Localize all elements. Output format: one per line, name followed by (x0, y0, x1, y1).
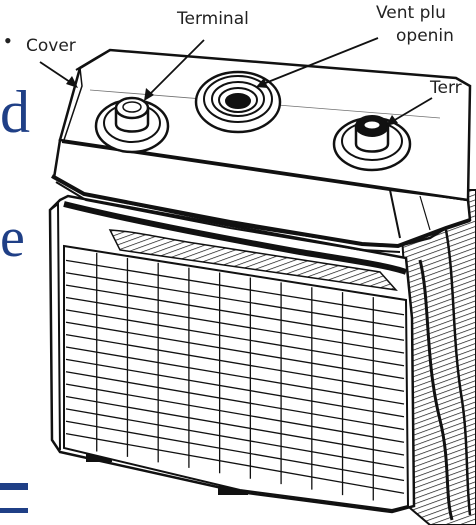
vent-plug-label-line2: openin (396, 28, 454, 45)
terminal-right-label: Terr (430, 80, 462, 97)
vent-plug-label-line1: Vent plu (376, 5, 446, 22)
terminal-right (334, 116, 410, 170)
vent-plug-opening (196, 72, 280, 132)
terminal-left (96, 98, 168, 152)
cover-label: Cover (26, 38, 76, 55)
terminal-label: Terminal (177, 11, 249, 28)
